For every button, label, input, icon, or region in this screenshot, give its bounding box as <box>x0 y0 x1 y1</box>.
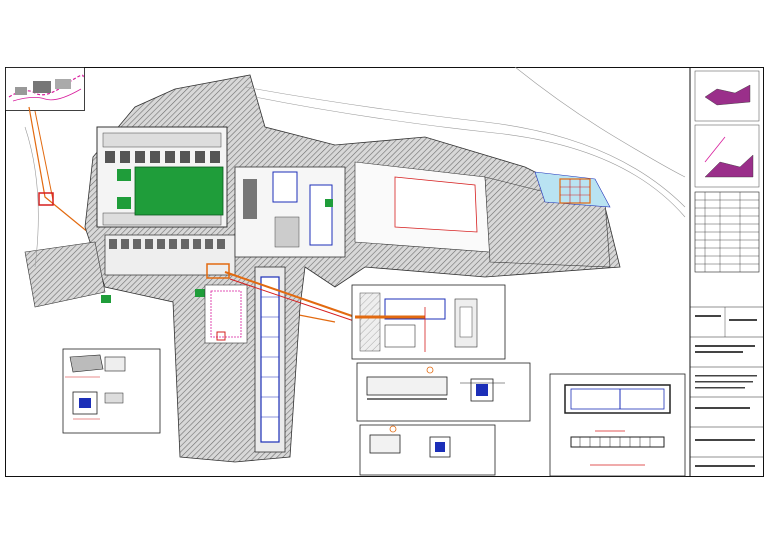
detail-manhole-5 <box>62 348 161 434</box>
key-plan-inset <box>5 67 85 111</box>
pipe-marker <box>38 192 54 206</box>
detail-section-3 <box>359 424 496 476</box>
linear-block <box>204 263 286 453</box>
sheet-border <box>5 67 764 477</box>
detail-plan-1 <box>351 284 506 360</box>
contour-lines <box>24 67 686 268</box>
green-courtyard <box>134 166 224 216</box>
open-ground <box>354 161 611 268</box>
detail-tank-4 <box>549 373 686 477</box>
drawing-sheet <box>5 67 764 477</box>
orange-grid-plot <box>559 178 591 204</box>
middle-buildings <box>234 166 346 258</box>
title-block <box>689 67 764 477</box>
main-building <box>96 126 236 303</box>
detail-section-2 <box>356 362 531 422</box>
